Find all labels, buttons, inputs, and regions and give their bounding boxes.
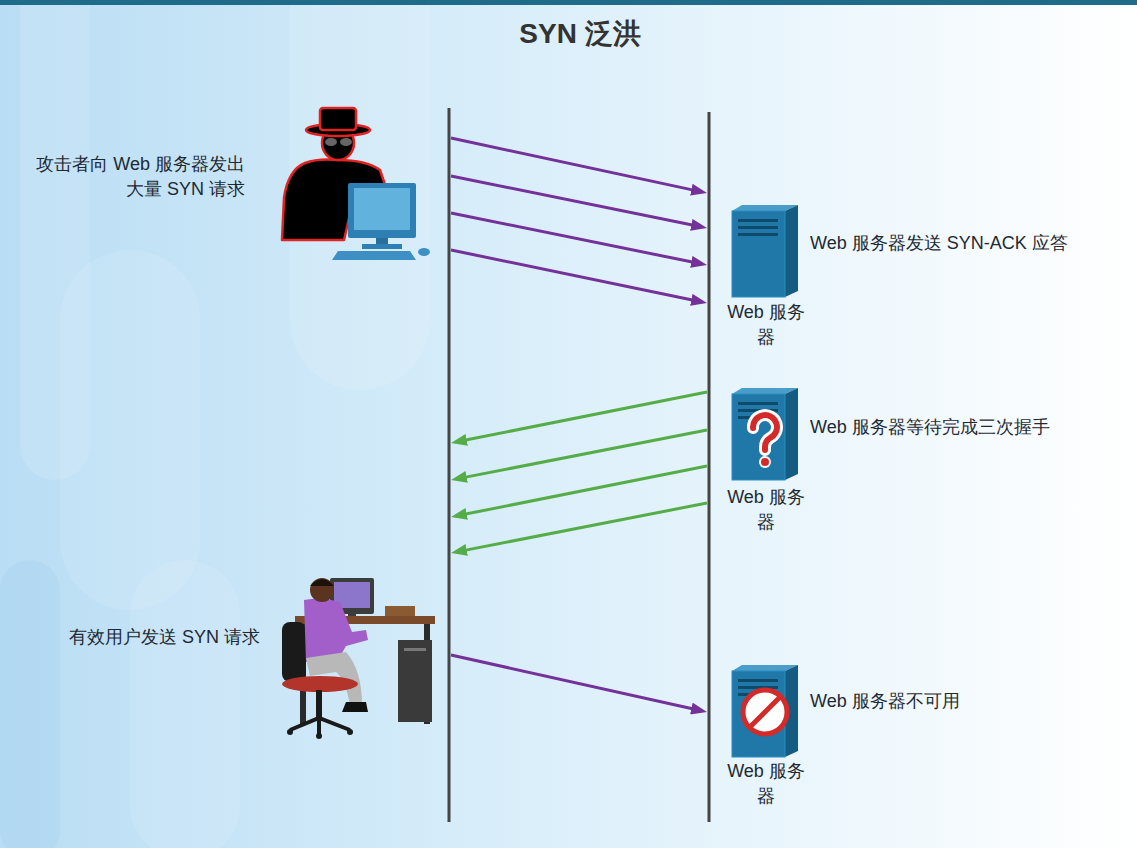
syn-ack-arrow: [466, 466, 707, 514]
text-slot: 有效用户发送 SYN 请求: [20, 625, 260, 650]
syn-arrow: [451, 250, 692, 300]
text-slot: 攻击者向 Web 服务器发出 大量 SYN 请求: [20, 152, 245, 202]
server-label: Web 服务器: [722, 485, 810, 535]
server-label: Web 服务器: [722, 759, 810, 809]
attacker-caption: 攻击者向 Web 服务器发出 大量 SYN 请求: [20, 152, 245, 202]
text-slot: Web 服务器发送 SYN-ACK 应答: [810, 231, 1120, 256]
web-server: Web 服务器 Web 服务器不可用: [707, 600, 1127, 820]
server-caption: Web 服务器等待完成三次握手: [810, 415, 1120, 440]
server-label: Web 服务器: [722, 300, 810, 350]
title-box: SYN 泛洪: [380, 16, 780, 52]
syn-arrow: [451, 176, 692, 225]
diagram-title: SYN 泛洪: [380, 16, 780, 52]
syn-ack-arrow: [466, 503, 707, 550]
web-server: Web 服务器 Web 服务器等待完成三次握手: [707, 385, 1127, 545]
text-slot: Web 服务器: [722, 759, 810, 809]
syn-arrow: [451, 213, 692, 262]
text-slot: Web 服务器等待完成三次握手: [810, 415, 1120, 440]
server-caption: Web 服务器发送 SYN-ACK 应答: [810, 231, 1120, 256]
text-slot: Web 服务器不可用: [810, 689, 1120, 714]
web-server: Web 服务器 Web 服务器发送 SYN-ACK 应答: [707, 185, 1127, 355]
valid-user: 有效用户发送 SYN 请求: [15, 570, 451, 820]
syn-ack-arrow: [466, 392, 707, 440]
syn-arrow: [451, 655, 692, 709]
server-caption: Web 服务器不可用: [810, 689, 1120, 714]
syn-ack-arrow: [466, 430, 707, 477]
text-slot: Web 服务器: [722, 485, 810, 535]
user-caption: 有效用户发送 SYN 请求: [20, 625, 260, 650]
text-slot: Web 服务器: [722, 300, 810, 350]
attacker: 攻击者向 Web 服务器发出 大量 SYN 请求: [15, 105, 451, 565]
